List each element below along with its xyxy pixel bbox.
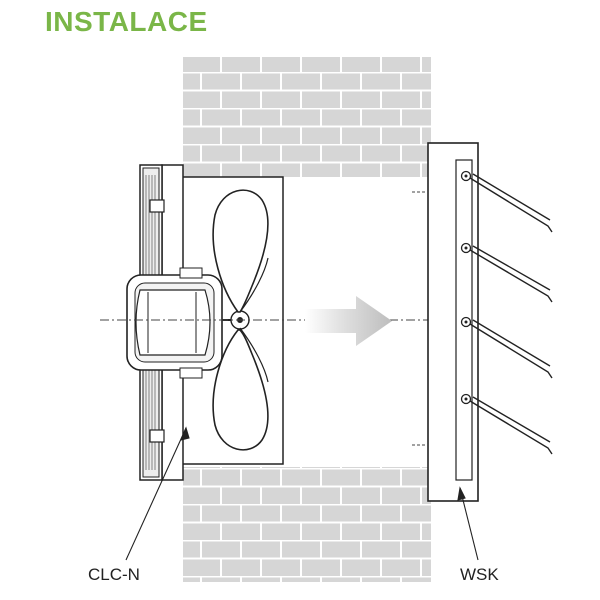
airflow-arrow-icon <box>305 296 392 346</box>
wsk-shutter <box>412 142 553 502</box>
wall-top <box>183 57 431 177</box>
wall-bottom <box>183 467 431 582</box>
clc-n-label: CLC-N <box>88 565 140 584</box>
page-title: INSTALACE <box>45 6 208 37</box>
wsk-label: WSK <box>460 565 499 584</box>
fan-icon <box>126 189 269 451</box>
